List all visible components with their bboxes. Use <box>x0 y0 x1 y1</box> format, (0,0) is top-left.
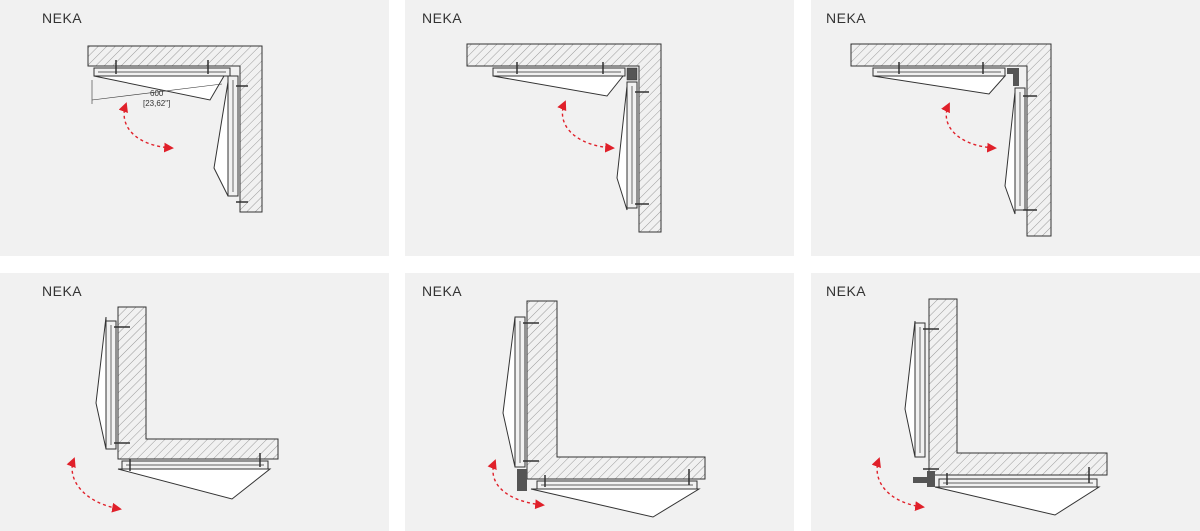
door-side <box>904 320 916 458</box>
rotation-arrow <box>871 457 925 511</box>
corner-filler-v <box>927 471 935 487</box>
door-side <box>616 85 628 211</box>
rotation-arrow <box>487 459 545 510</box>
wall-hatch <box>850 43 1052 237</box>
door-top <box>492 75 625 97</box>
door-side <box>502 316 516 468</box>
door-side <box>213 81 229 197</box>
panel-title: NEKA <box>826 283 867 299</box>
wall-hatch <box>526 300 706 480</box>
door-top <box>530 488 701 518</box>
panel-title: NEKA <box>42 283 83 299</box>
wall-hatch <box>928 298 1108 476</box>
diagram-panel-2: NEKA <box>405 0 794 256</box>
diagram-panel-4: NEKA <box>0 273 389 531</box>
rotation-arrow <box>941 102 997 153</box>
rotation-arrow <box>557 100 615 153</box>
corner-filler <box>626 67 638 81</box>
door-top <box>117 468 272 500</box>
corner-filler-v <box>1013 68 1019 86</box>
door-top <box>872 75 1007 95</box>
dimension-inch: [23,62"] <box>143 99 170 108</box>
diagram-panel-3: NEKA <box>811 0 1200 256</box>
corner-unit-drawing <box>466 43 662 233</box>
corner-unit-drawing <box>66 306 279 513</box>
door-top <box>934 486 1101 516</box>
panel-title: NEKA <box>422 10 463 26</box>
dimension-value: 600 <box>150 89 164 98</box>
door-side <box>1004 91 1016 215</box>
diagram-panel-6: NEKA <box>811 273 1200 531</box>
diagram-panel-5: NEKA <box>405 273 794 531</box>
door-side <box>95 316 107 450</box>
corner-unit-drawing <box>487 300 706 518</box>
rotation-arrow <box>118 102 174 153</box>
rotation-arrow <box>66 457 122 513</box>
wall-hatch <box>87 45 263 213</box>
panel-title: NEKA <box>42 10 83 26</box>
corner-unit-drawing: 600 [23,62"] <box>87 45 263 213</box>
corner-filler <box>517 469 527 491</box>
diagram-panel-1: NEKA 600 [23,62"] <box>0 0 389 256</box>
panel-title: NEKA <box>422 283 463 299</box>
wall-hatch <box>117 306 279 460</box>
wall-hatch <box>466 43 662 233</box>
corner-unit-drawing <box>850 43 1052 237</box>
panel-title: NEKA <box>826 10 867 26</box>
corner-unit-drawing <box>871 298 1108 516</box>
door-top <box>93 75 225 101</box>
